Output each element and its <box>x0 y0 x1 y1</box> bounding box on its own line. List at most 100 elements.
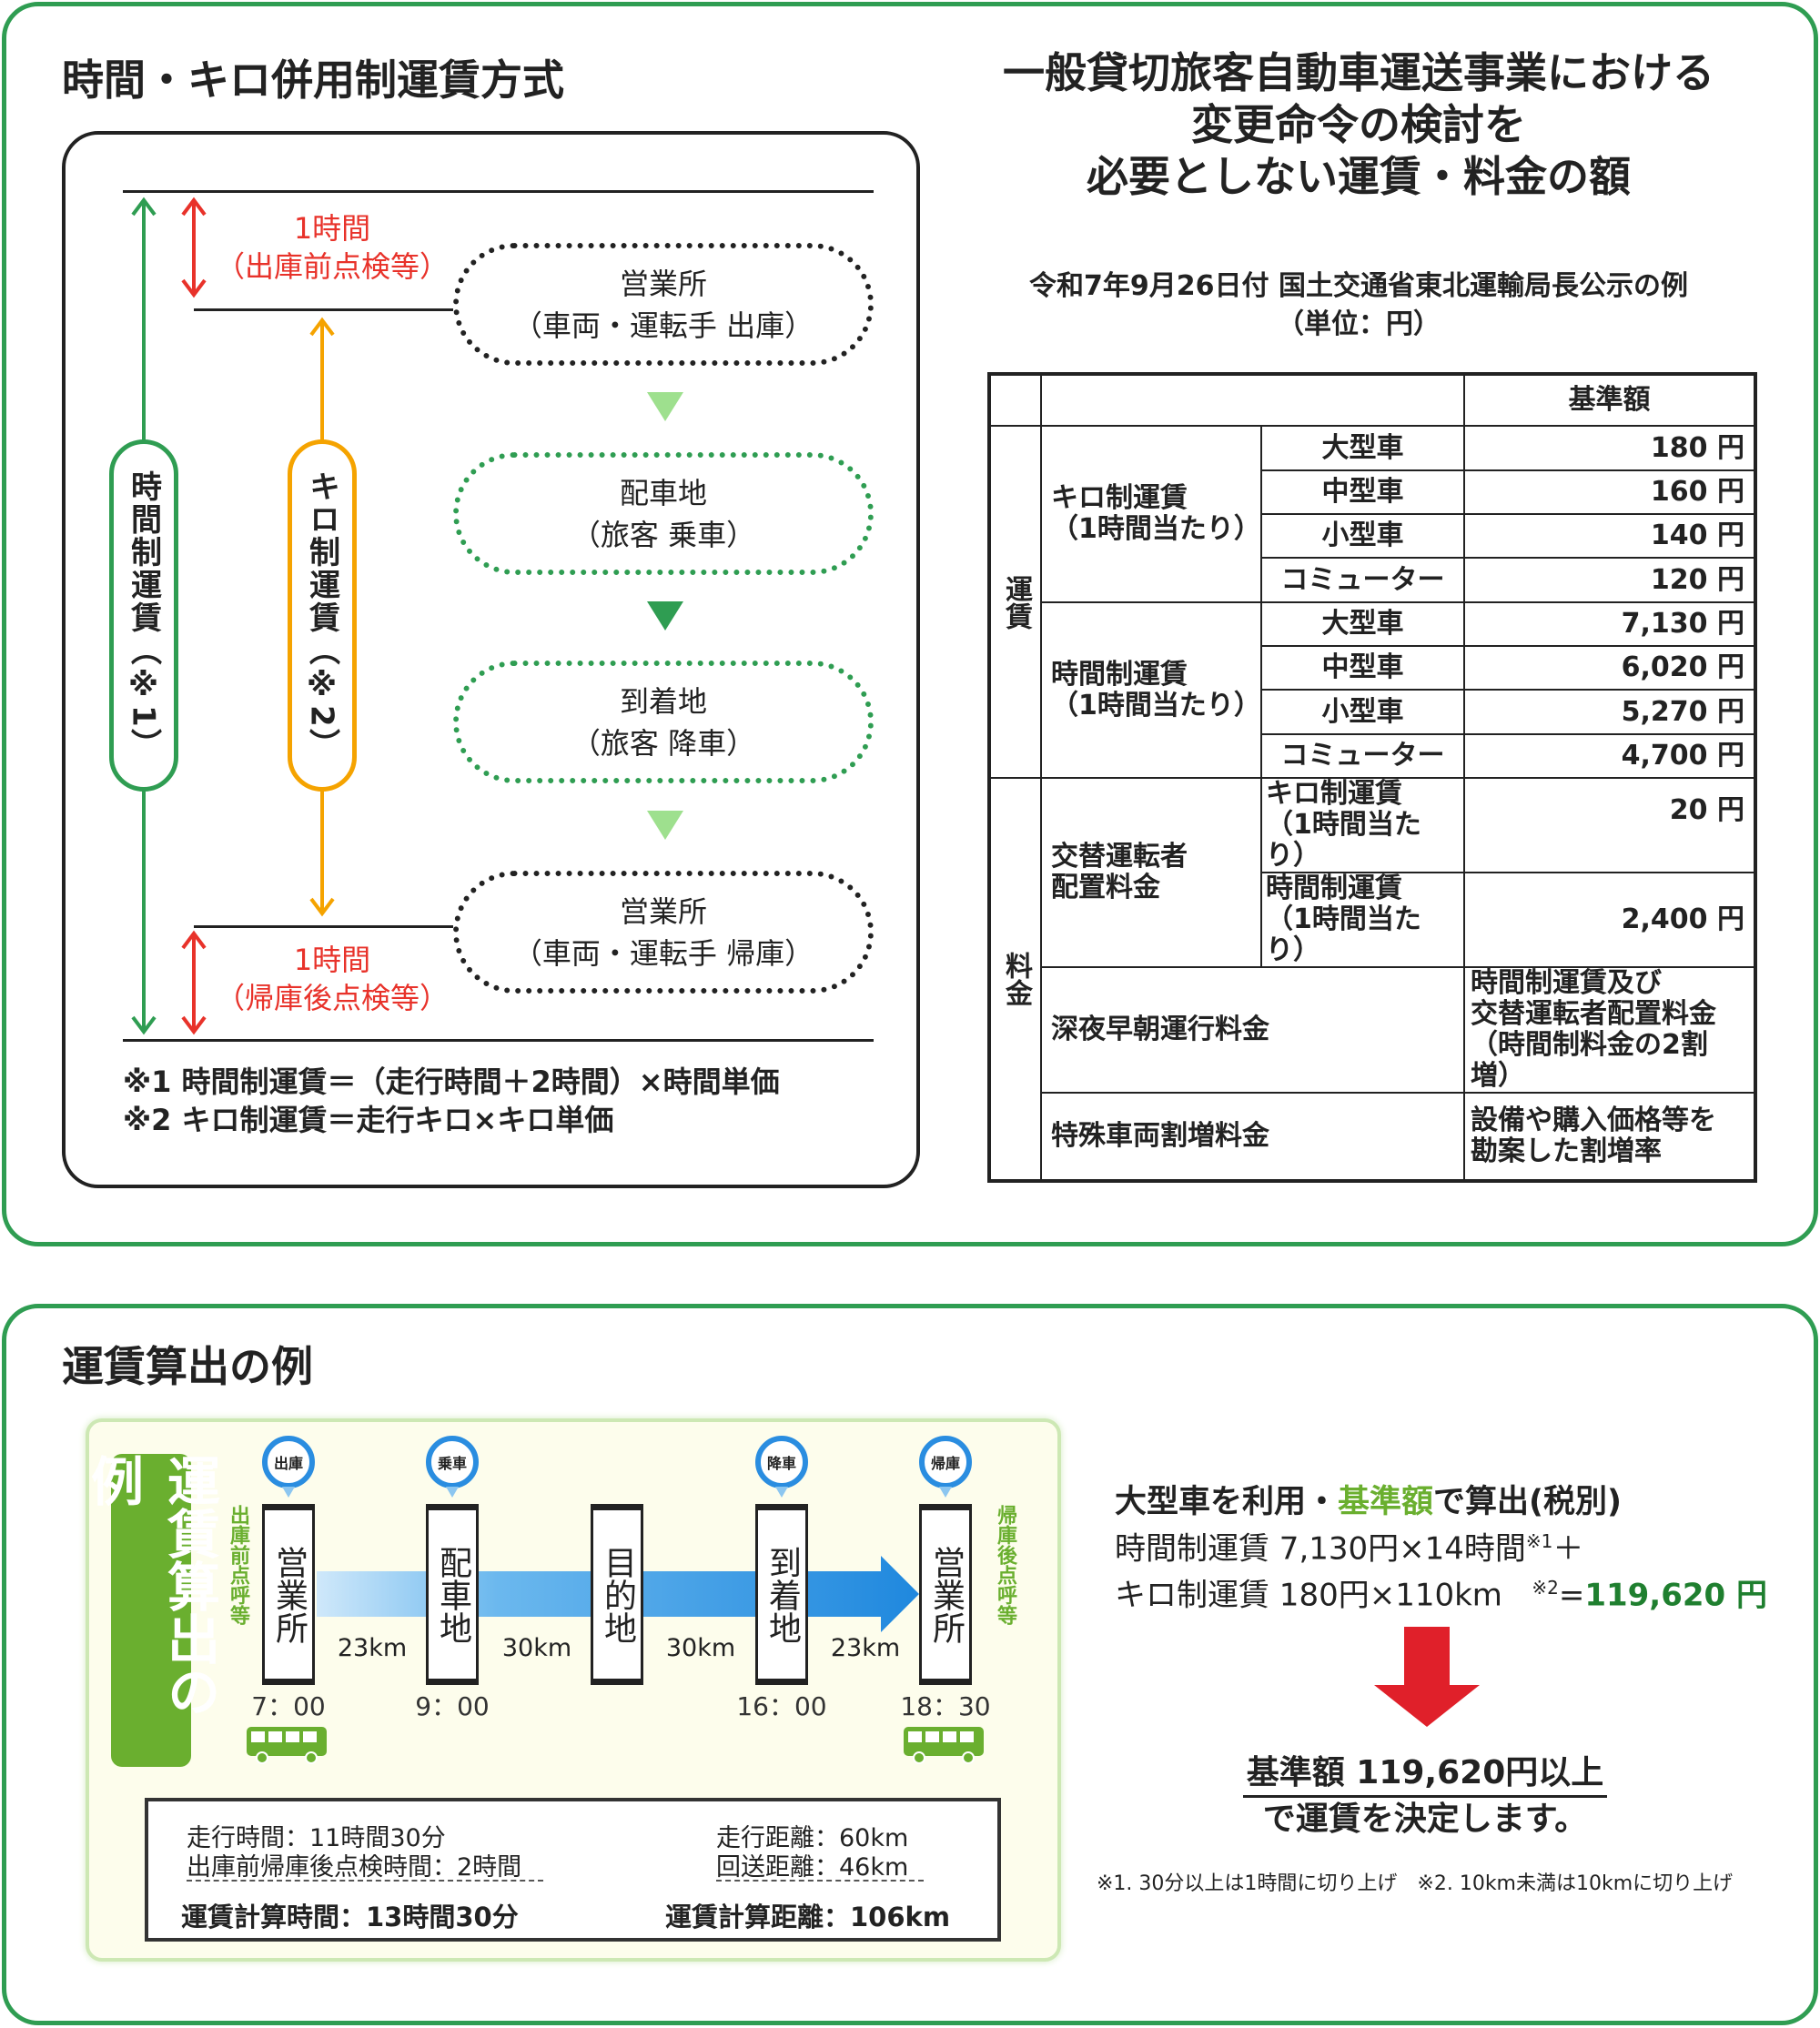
pre-check-label: 1時間（出庫前点検等） <box>209 209 455 286</box>
calc-distance: 運賃計算距離：106km <box>665 1902 951 1932</box>
flow-boxes-0-sub: （車両・運転手 出庫） <box>512 308 814 343</box>
header-base-amount: 基準額 <box>1463 373 1756 427</box>
flow-boxes-1-name: 配車地 <box>619 475 707 510</box>
side-right-note: 帰庫後点呼等 <box>994 1505 1016 1625</box>
side-left-note: 出庫前点呼等 <box>227 1505 249 1625</box>
table-sizes-1: 中型車 <box>1260 469 1465 515</box>
table-relief_time_value: 2,400 円 <box>1463 872 1756 968</box>
group-fee: 料金 <box>988 777 1042 1182</box>
stop-depot: 営業所 <box>262 1504 315 1685</box>
depot-depart-box: 営業所 （車両・運転手 出庫） <box>453 243 874 366</box>
top-right_title-1: 変更命令の検討を <box>1191 100 1526 149</box>
distance-2: 30km <box>501 1634 572 1662</box>
table-time_values-2: 5,270 円 <box>1463 689 1756 735</box>
flow-notes-1: ※2 キロ制運賃＝走行キロ×キロ単価 <box>123 1103 614 1137</box>
flow-notes-0: ※1 時間制運賃＝（走行時間＋2時間）×時間単価 <box>123 1064 780 1099</box>
calc-line3_note: ※2 <box>1532 1577 1559 1599</box>
drive-time: 走行時間：11時間30分 <box>187 1824 446 1852</box>
post-hours: 1時間 <box>293 943 371 977</box>
calc-line3: キロ制運賃 180円×110km <box>1115 1577 1502 1614</box>
down-triangle-icon <box>647 392 683 421</box>
time-depart: 7：00 <box>251 1691 326 1721</box>
table-relief_km: キロ制運賃 （1時間当たり） <box>1260 777 1465 873</box>
bottom-line <box>123 1039 874 1042</box>
table-km_values-2: 140 円 <box>1463 513 1756 559</box>
distance-3: 30km <box>665 1634 736 1662</box>
table-special: 特殊車両割増料金 <box>1040 1092 1465 1182</box>
result-note: で運賃を決定します。 <box>1262 1801 1588 1838</box>
group-fare: 運賃 <box>988 425 1042 779</box>
time-board: 9：00 <box>415 1691 490 1721</box>
red-arrow-top-icon <box>181 197 207 298</box>
flow-diagram-box <box>62 131 920 1188</box>
stop-depot-return: 営業所 <box>919 1504 972 1685</box>
pre-hours: 1時間 <box>293 211 371 246</box>
right-title: 一般貸切旅客自動車運送事業における変更命令の検討を必要としない運賃・料金の額 <box>946 47 1771 203</box>
table-sizes-3: コミューター <box>1260 733 1465 779</box>
flow-arrows <box>131 197 335 1035</box>
flow-boxes-0-name: 営業所 <box>619 266 707 301</box>
calc-line3_eq: = <box>1558 1577 1585 1614</box>
bus-icon <box>247 1727 327 1764</box>
top-right_title-0: 一般貸切旅客自動車運送事業における <box>1003 48 1714 97</box>
time-fare-pill: 時間制運賃（※1） <box>109 439 178 792</box>
time-return: 18：30 <box>900 1691 991 1721</box>
example-title: 運賃算出の例 <box>62 1342 313 1391</box>
result-text: 基準額 119,620円以上 で運賃を決定します。 <box>1183 1751 1667 1841</box>
stop-destination: 目的地 <box>591 1504 643 1685</box>
return-distance: 回送距離：46km <box>716 1853 909 1882</box>
pickup-box: 配車地 （旅客 乗車） <box>453 452 874 575</box>
red-arrow-bottom-icon <box>181 930 207 1035</box>
marker-board: 乗車 <box>426 1436 479 1498</box>
flow-boxes-2-sub: （旅客 降車） <box>571 725 756 761</box>
calc-summary-box: 走行時間：11時間30分 出庫前帰庫後点検時間：2時間 走行距離：60km 回送… <box>145 1798 1001 1942</box>
stop-pickup: 配車地 <box>426 1504 479 1685</box>
top-line <box>123 190 874 193</box>
calc-line1_b: 基準額 <box>1338 1484 1434 1520</box>
flow-boxes-2-name: 到着地 <box>619 683 707 719</box>
down-arrow-icon <box>1374 1627 1480 1727</box>
table-relief: 交替運転者 配置料金 <box>1040 777 1262 968</box>
distance-4: 23km <box>830 1634 901 1662</box>
footnote: ※1. 30分以上は1時間に切り上げ ※2. 10km未満は10kmに切り上げ <box>1097 1872 1734 1895</box>
table-sizes-0: 大型車 <box>1260 425 1465 471</box>
drive-distance: 走行距離：60km <box>716 1824 909 1852</box>
example-panel <box>2 1304 1818 2025</box>
pre-note: （出庫前点検等） <box>215 249 449 284</box>
table-sizes-2: 小型車 <box>1260 513 1465 559</box>
calc-text: 大型車を利用・基準額で算出(税別) 時間制運賃 7,130円×14時間※1＋ キ… <box>1115 1483 1767 1616</box>
table-sizes-0: 大型車 <box>1260 601 1465 647</box>
result-amount: 基準額 119,620円以上 <box>1242 1751 1608 1798</box>
calc-line2: 時間制運賃 7,130円×14時間 <box>1115 1530 1526 1568</box>
table-km_values-0: 180 円 <box>1463 425 1756 471</box>
table-relief_km_value: 20 円 <box>1463 777 1756 873</box>
depot-return-box: 営業所（車両・運転手 帰庫） <box>453 871 874 994</box>
calc-line1_c: で算出(税別) <box>1433 1484 1623 1520</box>
marker-return: 帰庫 <box>919 1436 972 1498</box>
time-fare-label: 時間制運賃 （1時間当たり） <box>1040 601 1262 779</box>
table-relief_time: 時間制運賃 （1時間当たり） <box>1260 872 1465 968</box>
formula-notes: ※1 時間制運賃＝（走行時間＋2時間）×時間単価 ※2 キロ制運賃＝走行キロ×キロ… <box>123 1063 780 1139</box>
table-subtitle: 令和7年9月26日付 国土交通省東北運輸局長公示の例（単位：円） <box>946 267 1771 344</box>
table-time_values-1: 6,020 円 <box>1463 645 1756 691</box>
check-time: 出庫前帰庫後点検時間：2時間 <box>187 1853 522 1882</box>
table-sizes-2: 小型車 <box>1260 689 1465 735</box>
marker-alight: 降車 <box>755 1436 808 1498</box>
flow-boxes-1-sub: （旅客 乗車） <box>571 517 756 552</box>
km-fare-pill: キロ制運賃（※2） <box>288 439 357 792</box>
distance-1: 23km <box>337 1634 408 1662</box>
table-km_values-3: 120 円 <box>1463 557 1756 603</box>
calc-line2_note: ※1 <box>1525 1530 1553 1552</box>
top-right_title-2: 必要としない運賃・料金の額 <box>1087 152 1631 201</box>
calc-line1_a: 大型車を利用・ <box>1115 1484 1339 1520</box>
top-unit: （単位：円） <box>1277 308 1441 340</box>
flow-boxes-3-sub: （車両・運転手 帰庫） <box>512 935 814 971</box>
calc-line2_plus: ＋ <box>1552 1530 1584 1568</box>
down-triangle-icon <box>647 601 683 631</box>
calc-line3_total: 119,620 円 <box>1584 1577 1768 1614</box>
example-label: 運賃算出の例 <box>82 1454 220 1767</box>
fare-system-panel <box>2 2 1818 1246</box>
time-alight: 16：00 <box>736 1691 827 1721</box>
post-check-label: 1時間（帰庫後点検等） <box>209 941 455 1017</box>
